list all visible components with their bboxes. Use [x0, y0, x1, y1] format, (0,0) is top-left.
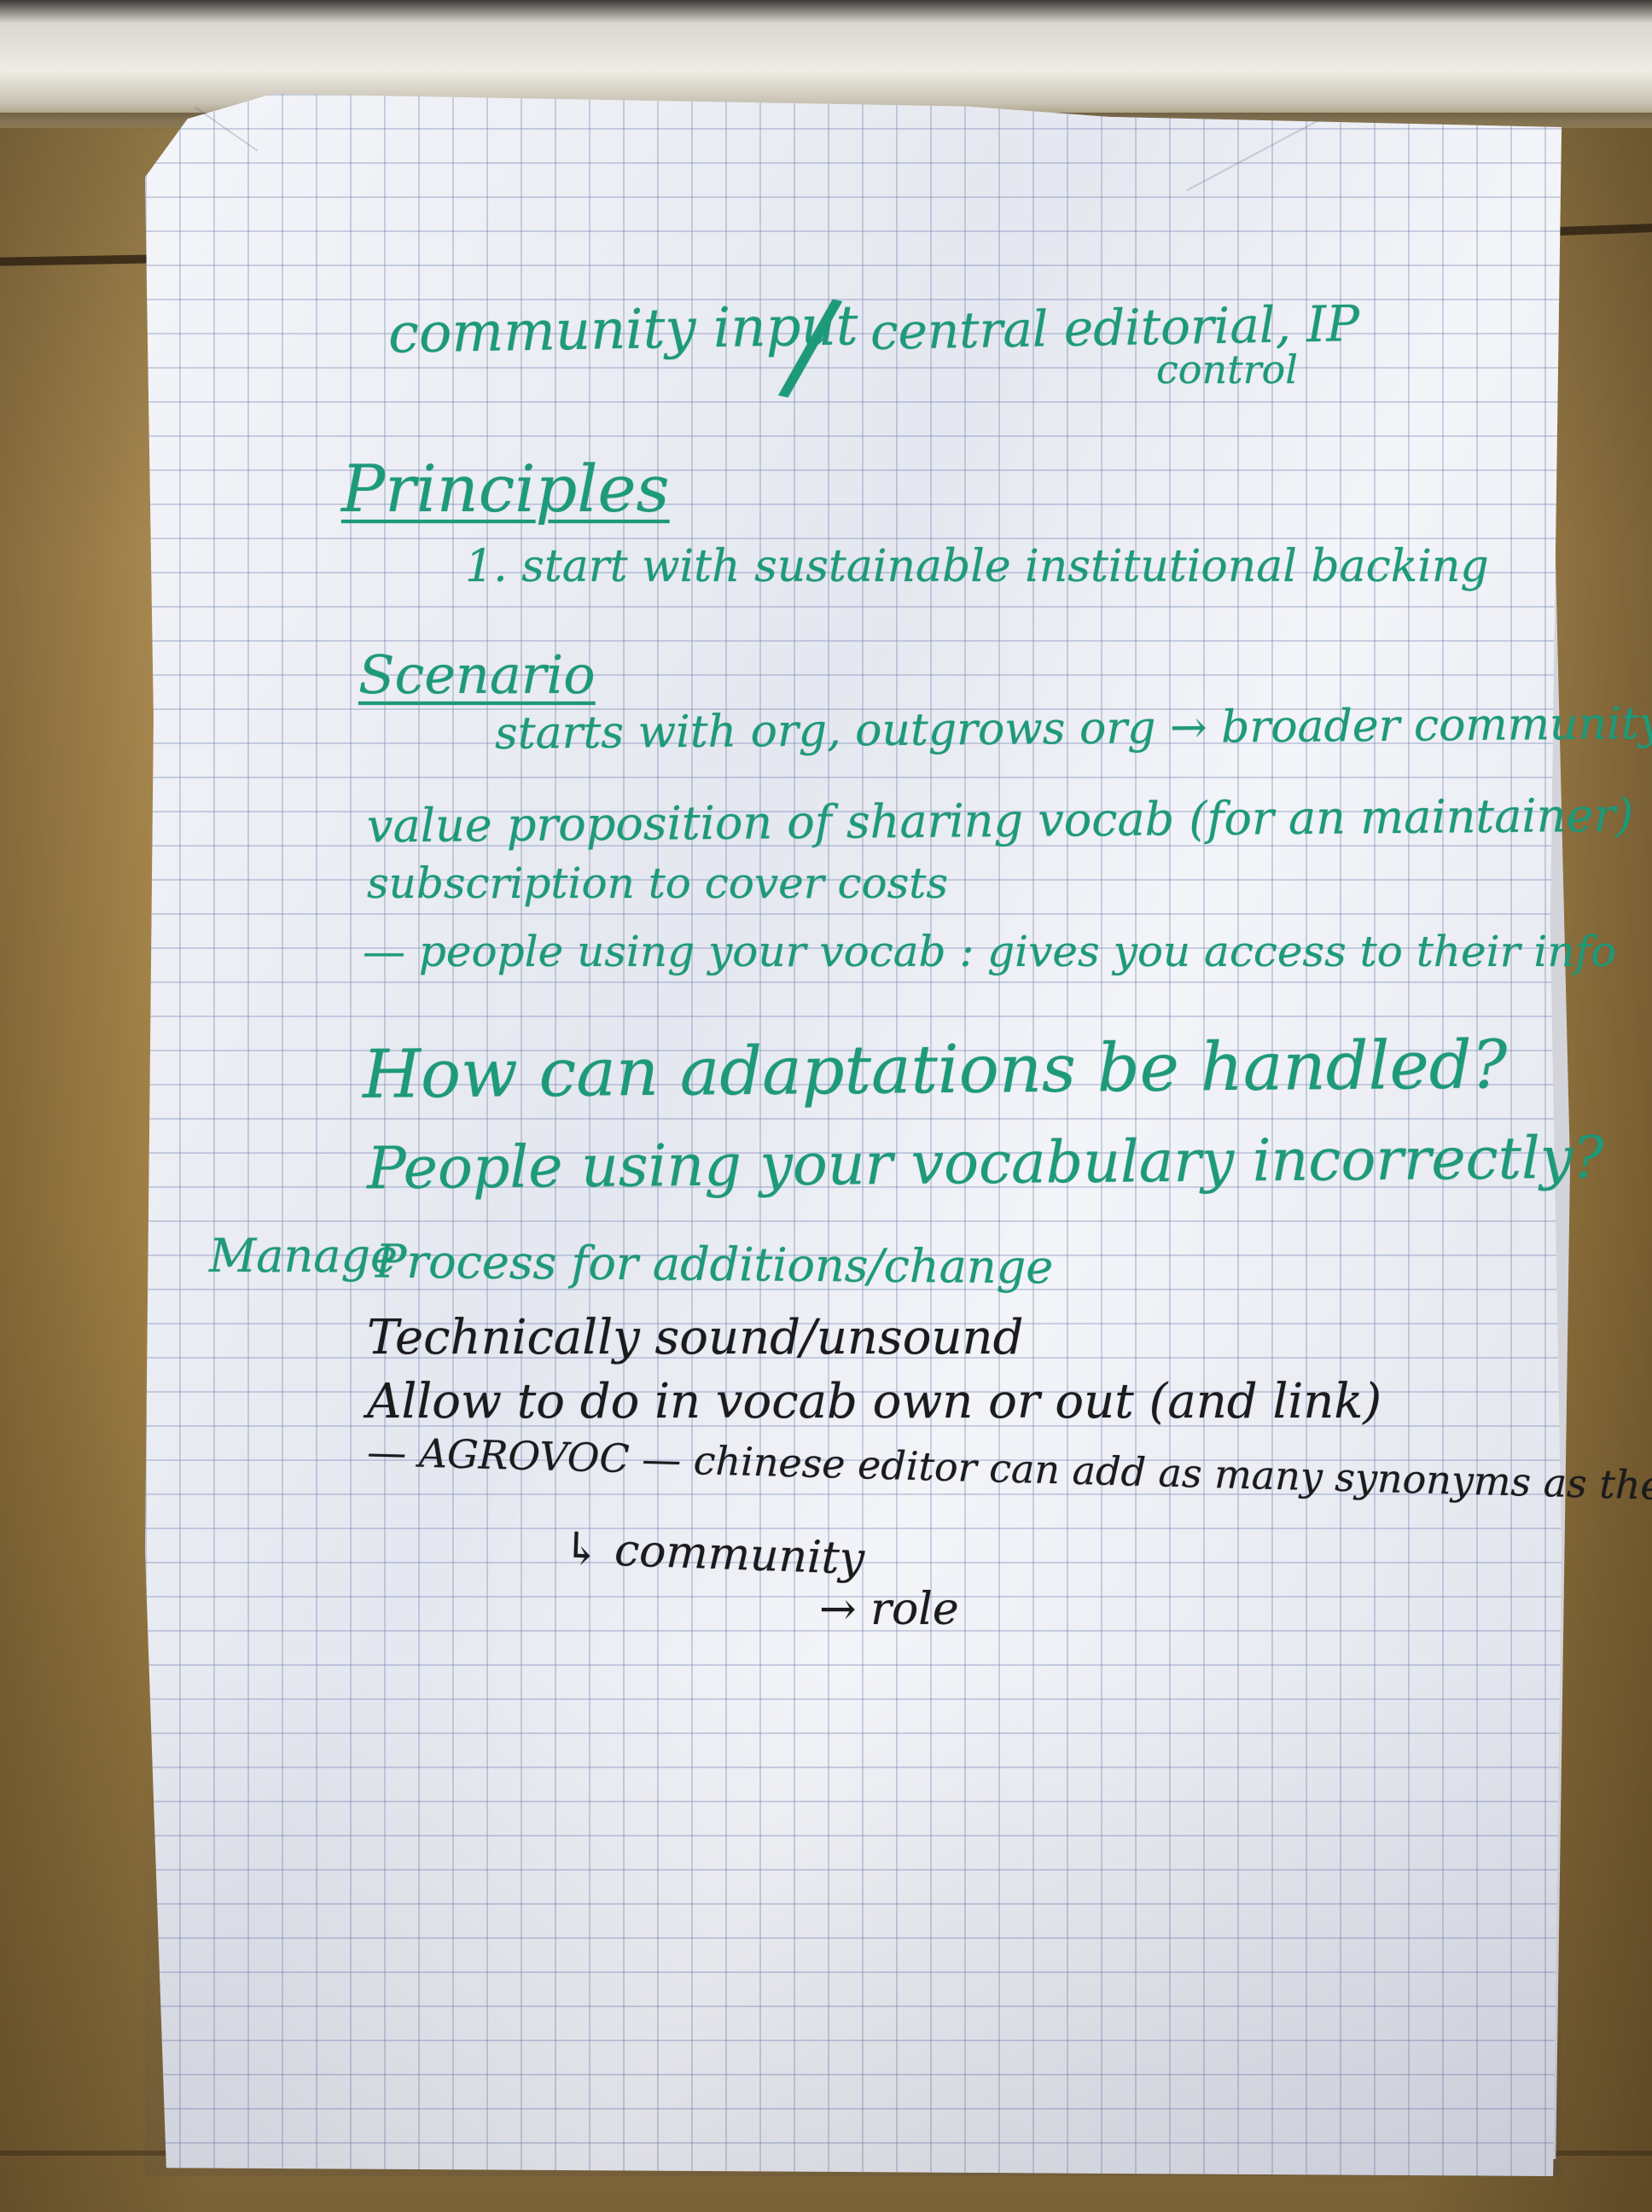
- principle-item-1: 1. start with sustainable institutional …: [465, 541, 1489, 592]
- value-proposition-line: value proposition of sharing vocab (for …: [366, 788, 1634, 853]
- people-using-vocab-line: — people using your vocab : gives you ac…: [363, 927, 1617, 976]
- technically-sound-line: Technically sound/unsound: [367, 1310, 1024, 1365]
- scenario-item-1: starts with org, outgrows org → broader …: [494, 698, 1652, 760]
- question-adaptations: How can adaptations be handled?: [362, 1027, 1508, 1114]
- role-line: → role: [819, 1584, 959, 1635]
- title-control: control: [1156, 346, 1298, 393]
- question-incorrect-use: People using your vocabulary incorrectly…: [366, 1124, 1604, 1203]
- community-line: ↳ community: [562, 1522, 865, 1586]
- table-seam-left: [0, 254, 154, 266]
- paper-shade: [145, 1664, 1562, 2176]
- process-line: Process for additions/change: [375, 1234, 1054, 1295]
- subscription-line: subscription to cover costs: [367, 859, 949, 908]
- allow-in-vocab-line: Allow to do in vocab own or out (and lin…: [367, 1374, 1382, 1429]
- scenario-heading: Scenario: [358, 643, 596, 706]
- flipchart-paper: [145, 94, 1562, 2176]
- manage-label: Manage: [209, 1229, 398, 1283]
- principles-heading: Principles: [341, 451, 670, 527]
